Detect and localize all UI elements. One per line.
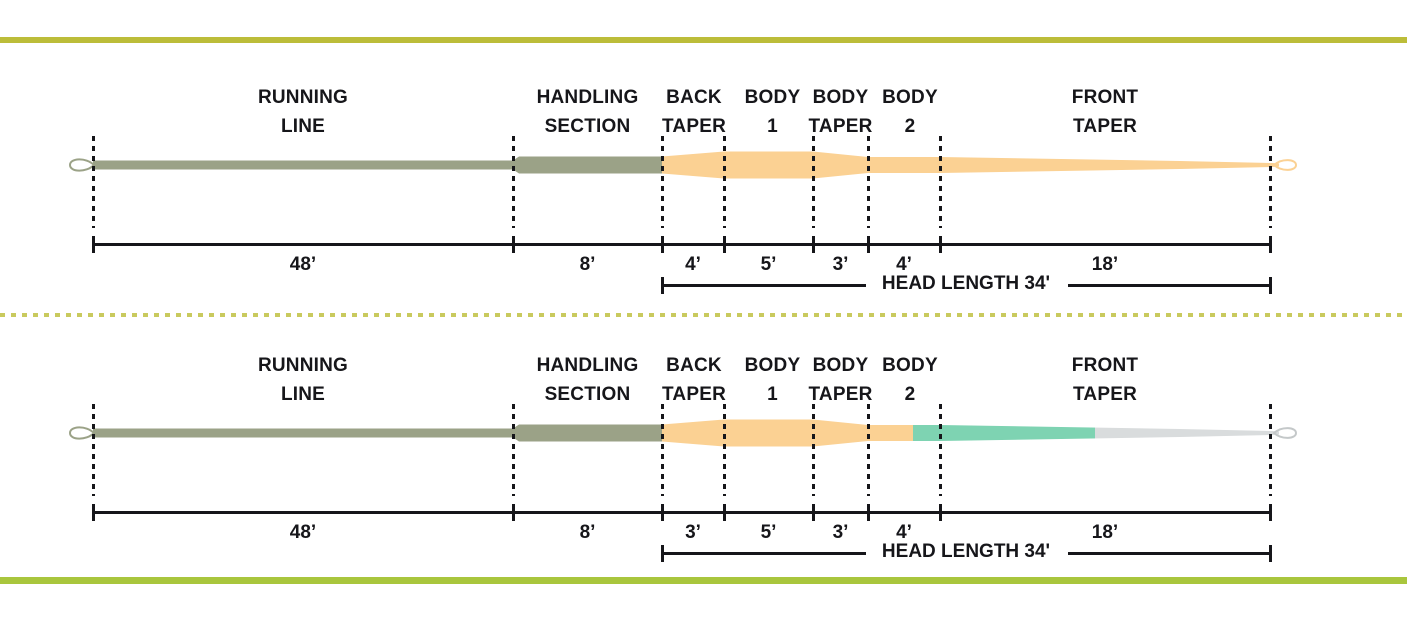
axis-tick-7	[1269, 236, 1272, 253]
welded-loop-tip-icon	[1272, 159, 1298, 171]
section-divider-dash-4	[812, 136, 815, 228]
axis-value-back-taper: 4’	[685, 254, 701, 275]
section-label-back-taper: BACK TAPER	[662, 87, 726, 137]
axis-value-running-line: 48’	[289, 254, 317, 275]
section-divider-dash-5	[867, 404, 870, 496]
middle-dotted-divider	[0, 313, 1407, 317]
top-rule-divider	[0, 37, 1407, 43]
section-labels-row-1: RUNNING LINE HANDLING SECTION BACK TAPER…	[0, 60, 1407, 137]
welded-loop-rear-icon	[68, 426, 96, 440]
section-divider-dash-2	[661, 404, 664, 496]
taper-diagram-multicolor: RUNNING LINE HANDLING SECTION BACK TAPER…	[0, 328, 1407, 578]
head-length-bracket-1: HEAD LENGTH 34'	[0, 272, 1407, 304]
head-length-bar-1	[1068, 552, 1270, 555]
axis-tick-2	[661, 236, 664, 253]
section-label-front-taper: FRONT TAPER	[1071, 355, 1139, 405]
head-length-cap-0	[661, 545, 664, 562]
line-band-tip-gray	[1095, 419, 1279, 447]
head-length-label: HEAD LENGTH 34'	[852, 273, 1080, 295]
section-divider-dash-6	[939, 404, 942, 496]
axis-value-body-2: 4’	[896, 254, 912, 275]
axis-value-body-taper: 3’	[832, 522, 849, 543]
section-label-body-1: BODY 1	[744, 87, 801, 137]
axis-value-body-1: 5’	[760, 522, 777, 543]
head-length-bar-0	[662, 552, 866, 555]
axis-value-body-1: 5’	[760, 254, 777, 275]
section-divider-dash-0	[92, 404, 95, 496]
axis-value-front-taper: 18’	[1091, 522, 1119, 543]
section-label-front-taper: FRONT TAPER	[1071, 87, 1139, 137]
line-band-head-orange	[662, 419, 913, 447]
head-length-cap-1	[1269, 277, 1272, 294]
line-band-running-and-handling	[93, 151, 662, 179]
axis-tick-7	[1269, 504, 1272, 521]
section-divider-dash-2	[661, 136, 664, 228]
axis-tick-5	[867, 236, 870, 253]
axis-tick-4	[812, 236, 815, 253]
axis-value-back-taper: 3’	[685, 522, 701, 543]
section-label-handling-section: HANDLING SECTION	[536, 87, 639, 137]
axis-tick-3	[723, 504, 726, 521]
line-band-head-orange	[662, 151, 1279, 179]
axis-value-handling-section: 8’	[579, 522, 596, 543]
section-divider-dash-1	[512, 136, 515, 228]
axis-value-front-taper: 18’	[1091, 254, 1119, 275]
section-label-running-line: RUNNING LINE	[257, 355, 349, 405]
section-label-body-2: BODY 2	[882, 87, 938, 137]
section-label-handling-section: HANDLING SECTION	[536, 355, 639, 405]
axis-value-running-line: 48’	[289, 522, 317, 543]
section-divider-dash-6	[939, 136, 942, 228]
axis-value-handling-section: 8’	[579, 254, 596, 275]
axis-value-body-2: 4’	[896, 522, 912, 543]
axis-tick-0	[92, 236, 95, 253]
section-divider-dash-4	[812, 404, 815, 496]
welded-loop-tip-icon	[1272, 427, 1298, 439]
head-length-cap-1	[1269, 545, 1272, 562]
axis-tick-6	[939, 236, 942, 253]
measurement-axis-2: 48’ 8’ 3’ 5’ 3’ 4’ 18’	[0, 502, 1407, 543]
section-label-body-2: BODY 2	[882, 355, 938, 405]
section-divider-dash-5	[867, 136, 870, 228]
axis-tick-3	[723, 236, 726, 253]
section-label-running-line: RUNNING LINE	[257, 87, 349, 137]
axis-tick-1	[512, 236, 515, 253]
bottom-rule-divider	[0, 577, 1407, 584]
section-label-back-taper: BACK TAPER	[662, 355, 726, 405]
section-labels-row-2: RUNNING LINE HANDLING SECTION BACK TAPER…	[0, 328, 1407, 405]
section-label-body-1: BODY 1	[744, 355, 801, 405]
line-band-running-and-handling	[93, 419, 662, 447]
axis-tick-4	[812, 504, 815, 521]
section-divider-dash-3	[723, 136, 726, 228]
section-label-body-taper: BODY TAPER	[808, 87, 873, 137]
measurement-axis-1: 48’ 8’ 4’ 5’ 3’ 4’ 18’	[0, 234, 1407, 275]
section-label-body-taper: BODY TAPER	[808, 355, 873, 405]
welded-loop-rear-icon	[68, 158, 96, 172]
section-divider-dash-7	[1269, 136, 1272, 228]
fly-line-artwork-2	[0, 398, 1407, 468]
head-length-bar-1	[1068, 284, 1270, 287]
head-length-bracket-2: HEAD LENGTH 34'	[0, 540, 1407, 572]
section-divider-dash-1	[512, 404, 515, 496]
axis-tick-1	[512, 504, 515, 521]
section-divider-dash-0	[92, 136, 95, 228]
fly-line-artwork-1	[0, 130, 1407, 200]
section-divider-dash-7	[1269, 404, 1272, 496]
axis-tick-6	[939, 504, 942, 521]
axis-tick-5	[867, 504, 870, 521]
axis-baseline	[93, 243, 1270, 246]
axis-tick-2	[661, 504, 664, 521]
axis-value-body-taper: 3’	[832, 254, 849, 275]
head-length-cap-0	[661, 277, 664, 294]
taper-diagram-floating: RUNNING LINE HANDLING SECTION BACK TAPER…	[0, 60, 1407, 310]
axis-baseline	[93, 511, 1270, 514]
head-length-bar-0	[662, 284, 866, 287]
section-divider-dash-3	[723, 404, 726, 496]
axis-tick-0	[92, 504, 95, 521]
head-length-label: HEAD LENGTH 34'	[852, 541, 1080, 563]
